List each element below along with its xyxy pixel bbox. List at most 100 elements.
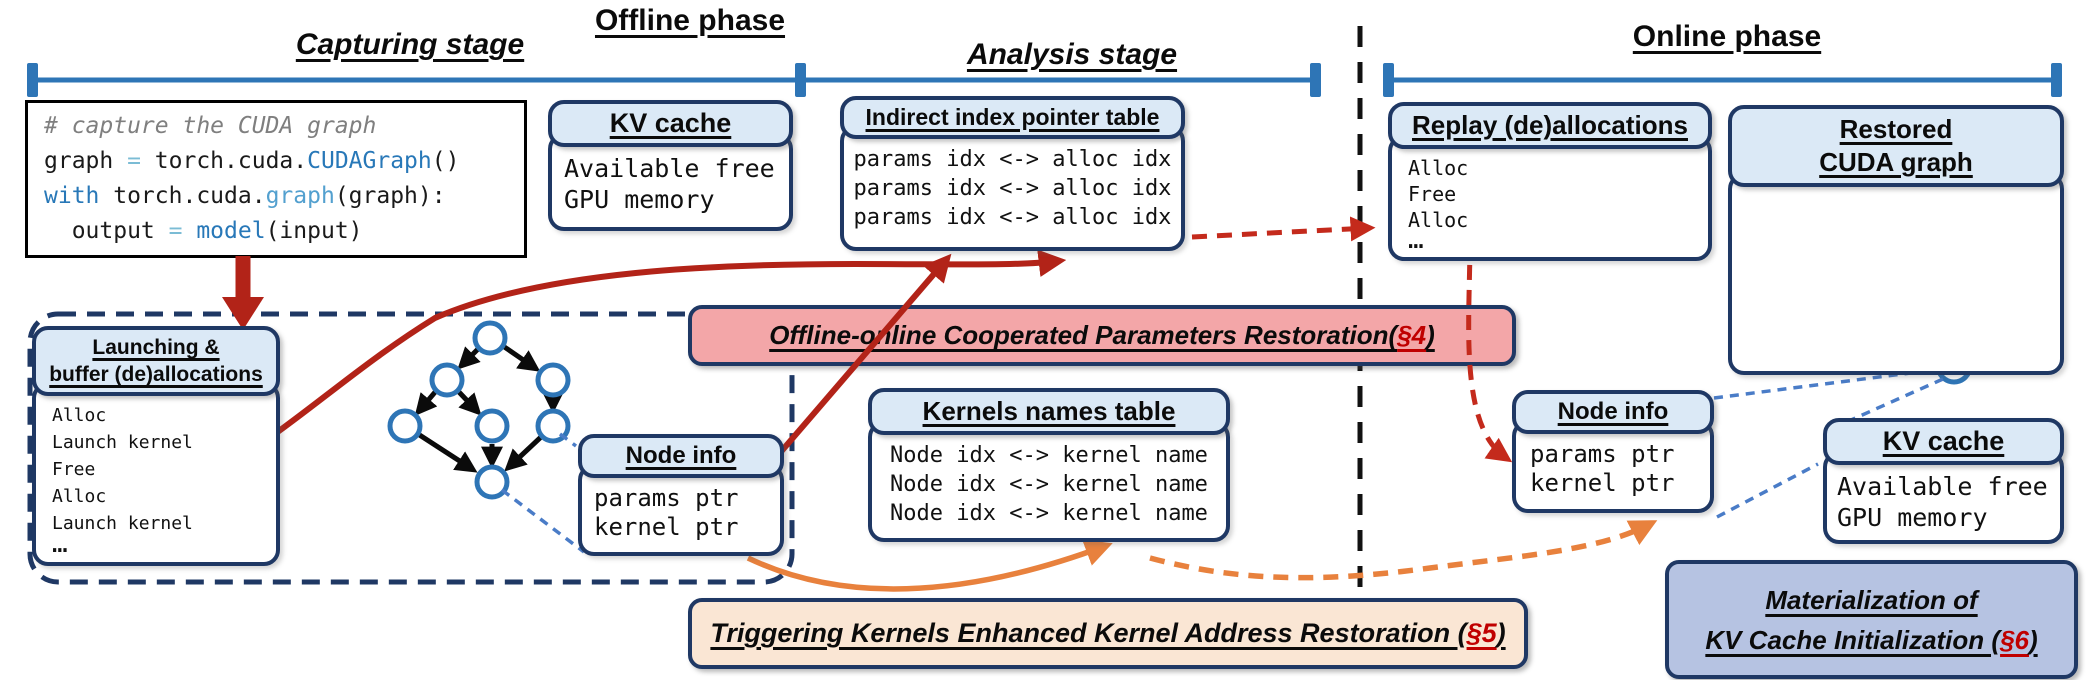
section-ref: §4 [1397, 320, 1427, 350]
box-title: CUDA graph [1819, 147, 1973, 177]
table-row: params idx <-> alloc idx [853, 176, 1172, 201]
list-item: … [1408, 225, 1426, 255]
box-header: Node info [1512, 390, 1714, 434]
box-body: Alloc Free Alloc … [1388, 135, 1712, 261]
box-title: Kernels names table [922, 396, 1176, 426]
list-item: Launch kernel [52, 513, 193, 534]
banner-text: Triggering Kernels Enhanced Kernel Addre… [710, 618, 1467, 648]
callout-line [500, 488, 586, 554]
dag-edge [457, 346, 481, 370]
dag-node [474, 408, 510, 444]
box-header: KV cache [548, 100, 793, 147]
box-body: params ptr kernel ptr [1512, 420, 1714, 513]
body-line: GPU memory [1837, 503, 1988, 532]
table-row: Node idx <-> kernel name [890, 501, 1208, 526]
dag-edge [456, 389, 482, 416]
table-row: Node idx <-> kernel name [890, 472, 1208, 497]
box-body: Available free GPU memory [548, 133, 793, 231]
timeline-online [1383, 63, 2062, 97]
body-line: Available free [564, 154, 775, 183]
list-item: Alloc [52, 405, 107, 426]
table-row: params idx <-> alloc idx [853, 205, 1172, 230]
code-comment: # capture the CUDA graph [44, 113, 377, 139]
box-title: Restored [1839, 114, 1953, 144]
replay-deallocations-box: Replay (de)allocations Alloc Free Alloc … [1388, 102, 1712, 261]
box-header: Launching & buffer (de)allocations [32, 326, 280, 396]
list-item: Alloc [1408, 208, 1469, 232]
list-item: Alloc [52, 486, 107, 507]
stage-label-analysis: Analysis stage [966, 38, 1178, 71]
orange-arrow-node-info-to-kernels-table [746, 539, 1113, 592]
node-info-offline-box: Node info params ptr kernel ptr [578, 434, 784, 556]
box-header: Kernels names table [868, 388, 1230, 435]
dag-node [429, 362, 465, 398]
list-item: … [52, 529, 70, 559]
body-line: params ptr [594, 484, 739, 512]
banner-kernel-address-restoration: Triggering Kernels Enhanced Kernel Addre… [688, 598, 1528, 669]
indirect-index-pointer-table-box: Indirect index pointer table params idx … [840, 96, 1185, 251]
launching-buffer-deallocations-box: Launching & buffer (de)allocations Alloc… [32, 326, 280, 566]
callout-lines-offline [500, 432, 586, 554]
dag-node [474, 464, 510, 500]
code-line: # capture the CUDA graph [44, 109, 524, 144]
capture-arrow [222, 256, 264, 330]
box-header: Restored CUDA graph [1728, 105, 2064, 187]
list-item: Launch kernel [52, 432, 193, 453]
banner-params-restoration: Offline-online Cooperated Parameters Res… [688, 305, 1516, 366]
box-header: KV cache [1823, 418, 2064, 465]
code-line: output = model(input) [44, 218, 363, 244]
table-row: params idx <-> alloc idx [853, 147, 1172, 172]
box-body: params idx <-> alloc idx params idx <-> … [840, 125, 1185, 251]
body-line: params ptr [1530, 440, 1675, 468]
dag-node [535, 408, 571, 444]
banner-text: KV Cache Initialization ( [1705, 624, 2001, 655]
restored-cuda-graph-box: Restored CUDA graph [1728, 105, 2064, 375]
cuda-dag-offline [387, 320, 571, 500]
box-body [1728, 173, 2064, 375]
body-line: Available free [1837, 472, 2048, 501]
list-item: Alloc [1408, 156, 1469, 180]
box-body: Node idx <-> kernel name Node idx <-> ke… [868, 421, 1230, 542]
box-title: Node info [625, 442, 737, 469]
red-dashed-arrow-table-to-replay [1191, 216, 1376, 242]
dag-edge [504, 435, 543, 472]
box-header: Replay (de)allocations [1388, 102, 1712, 149]
dag-node [535, 362, 571, 398]
node-info-online-box: Node info params ptr kernel ptr [1512, 390, 1714, 513]
list-item: Free [1408, 182, 1457, 206]
box-title: KV cache [609, 108, 732, 138]
body-line: kernel ptr [594, 513, 739, 541]
box-header: Indirect index pointer table [840, 96, 1185, 139]
stage-label-capturing: Capturing stage [295, 28, 525, 61]
dag-node [387, 408, 423, 444]
box-title: Node info [1557, 398, 1669, 425]
kernels-names-table-box: Kernels names table Node idx <-> kernel … [868, 388, 1230, 542]
cuda-capture-code-block: # capture the CUDA graph graph = torch.c… [25, 100, 527, 258]
box-body: Alloc Launch kernel Free Alloc Launch ke… [32, 382, 280, 566]
dag-node [472, 320, 508, 356]
dag-edge [501, 343, 541, 372]
dag-edge [416, 431, 478, 473]
body-line: kernel ptr [1530, 469, 1675, 497]
code-line: graph = torch.cuda.CUDAGraph() [44, 148, 460, 174]
phase-label-offline: Offline phase [594, 4, 786, 37]
banner-kv-cache-materialization: Materialization of KV Cache Initializati… [1665, 560, 2078, 679]
box-header: Node info [578, 434, 784, 478]
kv-cache-offline-box: KV cache Available free GPU memory [548, 100, 793, 231]
section-ref: §5 [1466, 618, 1497, 648]
callout-line [1716, 462, 1819, 519]
box-title: Replay (de)allocations [1412, 110, 1688, 140]
phase-label-online: Online phase [1632, 20, 1822, 53]
box-title: Launching & [92, 336, 220, 359]
box-title: KV cache [1882, 426, 2005, 456]
banner-text: Materialization of [1765, 584, 1978, 615]
dag-edge [414, 389, 438, 417]
callout-line [558, 432, 578, 448]
list-item: Free [52, 459, 96, 480]
banner-text: Offline-online Cooperated Parameters Res… [769, 320, 1398, 350]
body-line: GPU memory [564, 185, 715, 214]
section-ref: §6 [2000, 624, 2029, 655]
box-title: Indirect index pointer table [865, 104, 1160, 130]
kv-cache-online-box: KV cache Available free GPU memory [1823, 418, 2064, 544]
